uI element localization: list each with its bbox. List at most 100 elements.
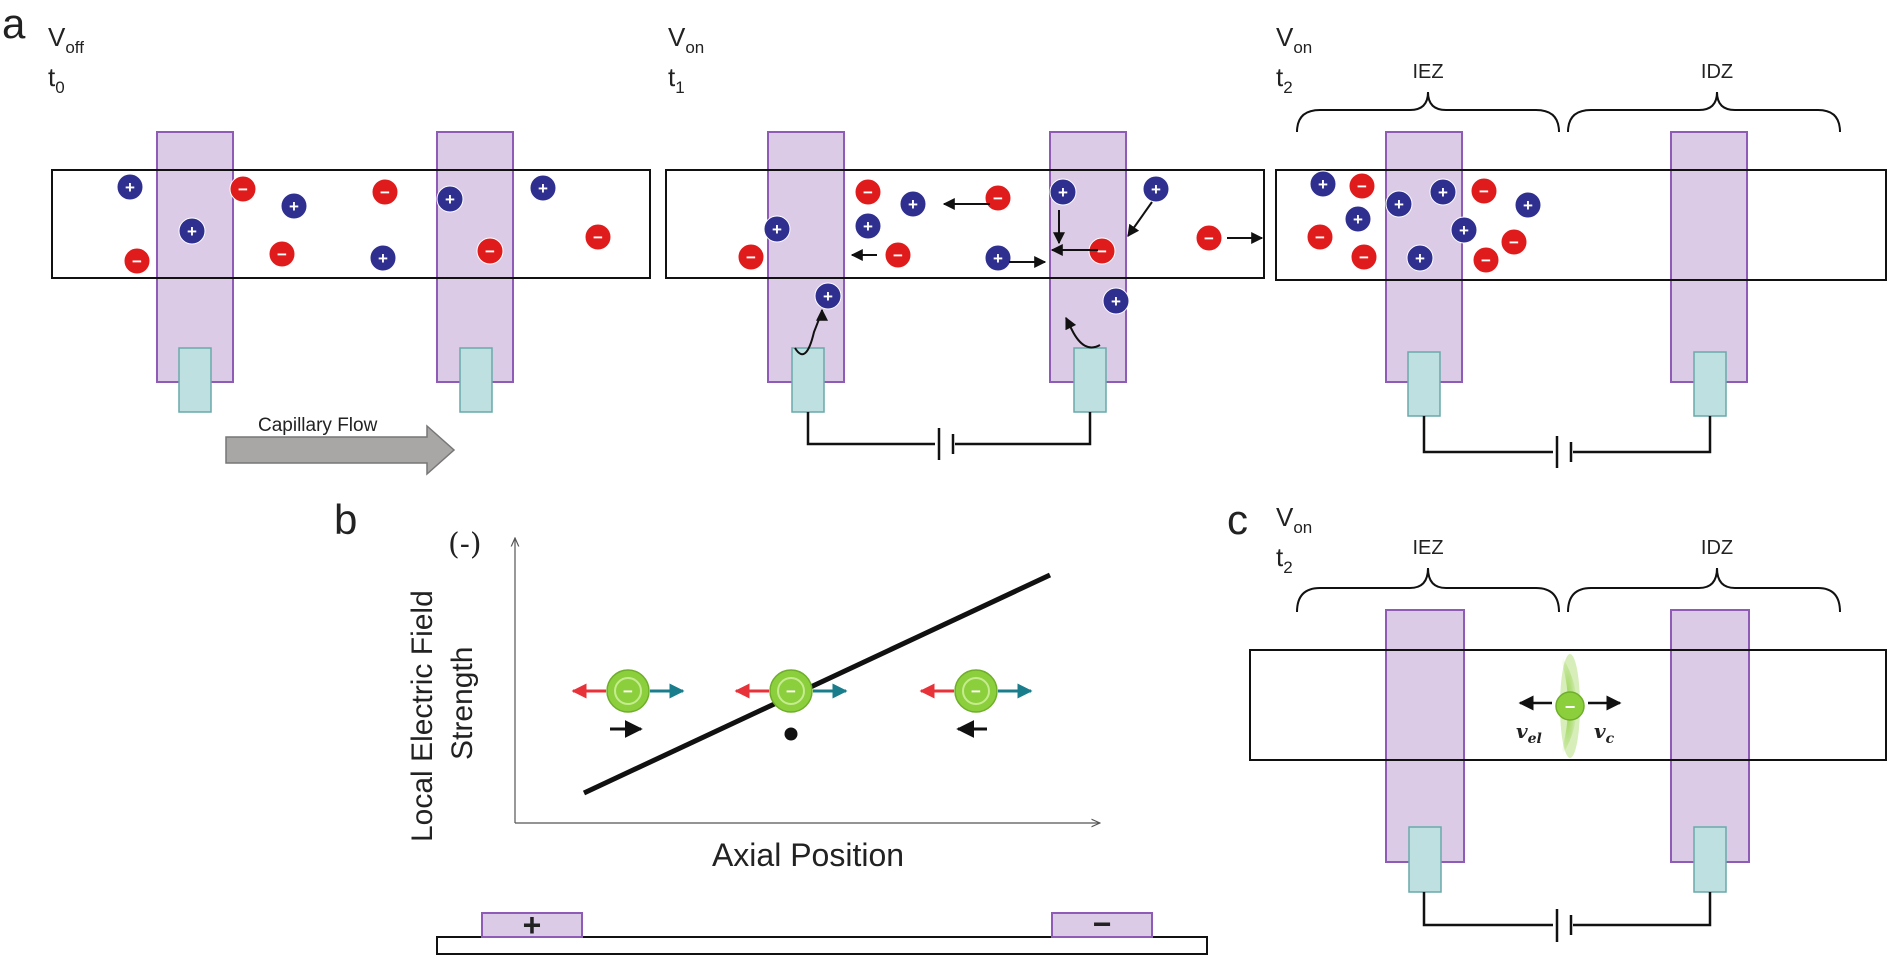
anion [1195, 224, 1223, 252]
capillary-channel [1249, 649, 1887, 761]
cation-sign: + [823, 287, 833, 306]
negative-electrode [1051, 912, 1153, 938]
anion [884, 241, 912, 269]
anion-sign: − [993, 189, 1003, 208]
brace-iez [1296, 567, 1560, 613]
anion-sign: − [1315, 228, 1325, 247]
anion-sign: − [786, 682, 796, 701]
b-ions: −−− [571, 669, 1033, 713]
cation-sign: + [445, 190, 455, 209]
ions-a1: ++−−+−−++−+− [116, 173, 612, 275]
zone-label-iez: IEZ [1412, 537, 1443, 559]
capillary-flow-label: Capillary Flow [258, 415, 378, 436]
cation-sign: + [1151, 180, 1161, 199]
brace-idz [1567, 91, 1841, 133]
cation-sign: + [993, 249, 1003, 268]
anion-sign: − [893, 246, 903, 265]
anion-sign: − [1359, 248, 1369, 267]
anion [1306, 223, 1334, 251]
circuit-wire [1422, 892, 1712, 942]
cation-sign: + [1415, 249, 1425, 268]
panel-a2-time: t1 [668, 62, 685, 97]
circuit-wire [1422, 416, 1712, 468]
panel-a1-voltage: Voff [48, 22, 84, 57]
velocity-electrophoretic-label: vel [1516, 719, 1542, 747]
cation-sign: + [378, 249, 388, 268]
cation [369, 244, 397, 272]
anion [268, 240, 296, 268]
cation [1385, 190, 1413, 218]
anion [1348, 172, 1376, 200]
y-axis-label-2: Strength [446, 647, 479, 760]
electrode-right [1670, 609, 1750, 863]
anion-sign: − [277, 245, 287, 264]
ion-band-glow [1558, 650, 1577, 762]
panel-a1-time: t0 [48, 62, 65, 97]
cation-sign: + [125, 178, 135, 197]
y-axis-label: Local Electric Field [406, 590, 439, 842]
anion [584, 223, 612, 251]
panel-a: a Voff t0 ++−−+−−++−+− Capillary Flow Vo… [2, 0, 1887, 476]
electrode-left [767, 131, 845, 383]
anion-sign: − [132, 252, 142, 271]
cation-sign: + [1394, 195, 1404, 214]
anion-ion [954, 669, 998, 713]
anion-sign: − [485, 242, 495, 261]
velocity-capillary-label: vc [1594, 719, 1615, 747]
contact-pad-left [1408, 826, 1442, 893]
ions-a3: +−+−++−++−+−− [1306, 170, 1542, 274]
anion-sign: − [863, 183, 873, 202]
panel-a3: Von t2 IEZ IDZ +−+−++−++−+−− [1275, 22, 1887, 468]
capillary-channel [51, 169, 651, 279]
anion-sign: − [1481, 251, 1491, 270]
net-motion-markers [610, 720, 987, 741]
cation-sign: + [1353, 210, 1363, 229]
focused-ion-band: − vel vc [1516, 650, 1622, 762]
anion [371, 178, 399, 206]
contact-pad-right [1693, 826, 1727, 893]
contact-pad-left [791, 347, 825, 413]
anion-ion-ring [962, 677, 990, 705]
anion [1350, 243, 1378, 271]
anion-sign: − [1479, 182, 1489, 201]
panel-a3-voltage: Von [1276, 22, 1312, 57]
anion-sign: − [1509, 233, 1519, 252]
anion [476, 237, 504, 265]
cation [436, 185, 464, 213]
anion-ion [769, 669, 813, 713]
contact-pad-right [459, 347, 493, 413]
cation [1049, 178, 1077, 206]
anion-sign: − [1097, 242, 1107, 261]
electrode-substrate: + − [436, 906, 1208, 955]
cation-sign: + [187, 222, 197, 241]
capillary-flow-arrow: Capillary Flow [225, 415, 456, 476]
brace-iez [1296, 91, 1560, 133]
zone-label-idz: IDZ [1701, 61, 1733, 83]
negative-symbol: − [1093, 906, 1112, 942]
electrode-left [1385, 609, 1465, 863]
anion-ion-ring [777, 677, 805, 705]
panel-c-voltage: Von [1276, 502, 1312, 537]
cation [529, 174, 557, 202]
cation-sign: + [1459, 221, 1469, 240]
anion-ion [606, 669, 650, 713]
positive-symbol: + [523, 907, 542, 943]
anion [229, 175, 257, 203]
y-axis-label-line1: Local Electric Field [406, 590, 439, 842]
anion-sign: − [593, 228, 603, 247]
cation [763, 215, 791, 243]
cation-sign: + [863, 217, 873, 236]
anion-ion-ring [614, 677, 642, 705]
panel-a2: Von t1 +−−++−−+++−−++ [665, 22, 1265, 460]
anion [854, 178, 882, 206]
field-gradient-line [582, 572, 1052, 796]
cation [1344, 205, 1372, 233]
x-axis-label: Axial Position [712, 837, 904, 873]
anion-sign: − [746, 248, 756, 267]
anion-sign: − [623, 682, 633, 701]
cation [814, 282, 842, 310]
cation [1309, 170, 1337, 198]
zone-label-idz: IDZ [1701, 537, 1733, 559]
panel-b-letter: b [334, 496, 357, 543]
